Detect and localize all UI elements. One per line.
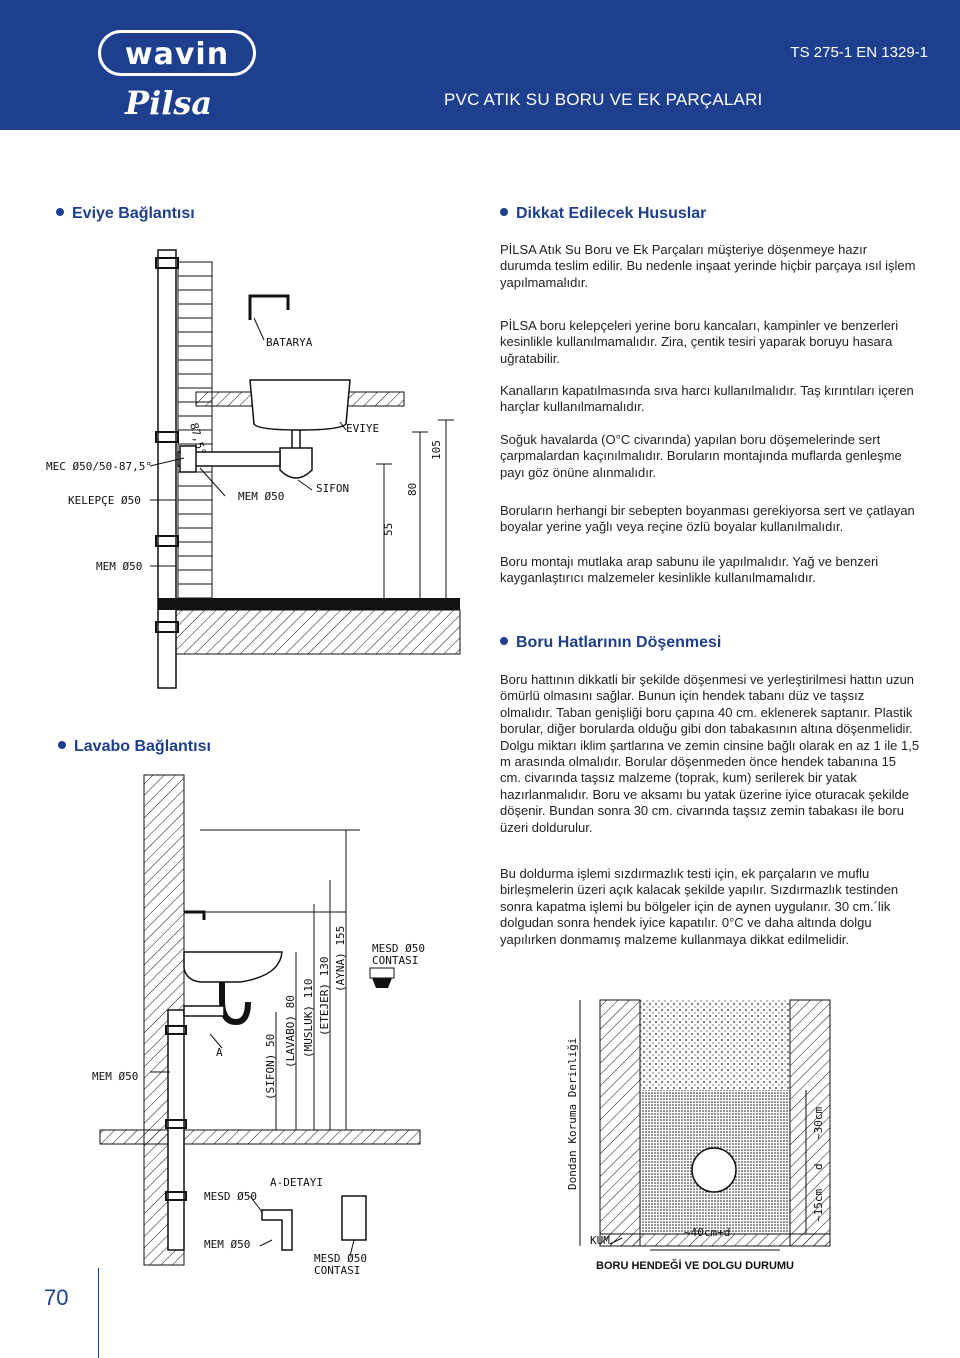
bullet-icon bbox=[500, 636, 508, 645]
bullet-icon bbox=[500, 207, 508, 216]
label-contasi-top: CONTASI bbox=[372, 954, 418, 967]
section-title-dikkat: Dikkat Edilecek Hususlar bbox=[500, 205, 706, 223]
label-a: A bbox=[216, 1046, 223, 1059]
vertical-pipe bbox=[157, 249, 177, 689]
label-sifon: SIFON bbox=[316, 482, 349, 495]
label-30cm: ~30cm bbox=[812, 1107, 825, 1140]
dim-sifon: (SIFON) 50 bbox=[264, 1034, 277, 1100]
label-contasi-bottom: CONTASI bbox=[314, 1264, 360, 1277]
floor-slab bbox=[175, 609, 461, 655]
label-mesd-bottom: MESD Ø50 bbox=[314, 1252, 367, 1265]
label-derinlik: Dondan Koruma Derinliği bbox=[566, 1038, 579, 1190]
dikkat-paragraph-6: Boru montajı mutlaka arap sabunu ile yap… bbox=[500, 554, 920, 587]
section-title-lavabo: Lavabo Bağlantısı bbox=[58, 738, 211, 756]
bullet-icon bbox=[58, 740, 66, 749]
trench-caption: BORU HENDEĞİ VE DOLGU DURUMU bbox=[596, 1260, 795, 1272]
dikkat-paragraph-1: PİLSA Atık Su Boru ve Ek Parçaları müşte… bbox=[500, 242, 920, 291]
paragraph-text: Kanalların kapatılmasında sıva harcı kul… bbox=[500, 383, 914, 415]
dim-ayna: (AYNA) 155 bbox=[334, 926, 347, 992]
trench-wall-left bbox=[599, 999, 641, 1247]
section-title-boru-hatlari: Boru Hatlarının Döşenmesi bbox=[500, 634, 721, 652]
boru-paragraph-2: Bu doldurma işlemi sızdırmazlık testi iç… bbox=[500, 866, 920, 948]
brick-wall bbox=[177, 261, 213, 599]
paragraph-text: Soğuk havalarda (O°C civarında) yapılan … bbox=[500, 432, 902, 480]
faucet-icon bbox=[248, 294, 290, 320]
floor-screed bbox=[158, 598, 460, 610]
label-kelepce: KELEPÇE Ø50 bbox=[68, 494, 141, 507]
backfill-soil bbox=[640, 1000, 790, 1090]
label-mem-2: MEM Ø50 bbox=[96, 560, 142, 573]
a-detail-elbow bbox=[261, 1209, 293, 1251]
brand-name: Pilsa bbox=[125, 84, 213, 122]
paragraph-text: PİLSA Atık Su Boru ve Ek Parçaları müşte… bbox=[500, 242, 916, 290]
label-batarya: BATARYA bbox=[266, 336, 313, 349]
boru-paragraph-1: Boru hattının dikkatli bir şekilde döşen… bbox=[500, 672, 920, 836]
paragraph-text: Bu doldurma işlemi sızdırmazlık testi iç… bbox=[500, 866, 899, 947]
section-title-text: Lavabo Bağlantısı bbox=[74, 738, 211, 755]
dim-lavabo: (LAVABO) 80 bbox=[284, 995, 297, 1068]
logo-text: wavin bbox=[124, 37, 230, 72]
paragraph-text: PİLSA boru kelepçeleri yerine boru kanca… bbox=[500, 318, 899, 366]
bullet-icon bbox=[56, 207, 64, 216]
standard-code: TS 275-1 EN 1329-1 bbox=[790, 44, 928, 61]
paragraph-text: Boru hattının dikkatli bir şekilde döşen… bbox=[500, 672, 920, 835]
dim-80: 80 bbox=[406, 483, 419, 496]
section-title-eviye: Eviye Bağlantısı bbox=[56, 205, 195, 223]
dim-etejer: (ETEJER) 130 bbox=[318, 957, 331, 1036]
dim-105: 105 bbox=[430, 440, 443, 460]
label-d: d bbox=[812, 1163, 825, 1170]
dikkat-paragraph-5: Boruların herhangi bir sebepten boyanmas… bbox=[500, 503, 920, 536]
label-mem-1: MEM Ø50 bbox=[238, 490, 284, 503]
label-15cm: ~15cm bbox=[812, 1189, 825, 1222]
label-width: ~40cm+d bbox=[684, 1226, 730, 1239]
dim-musluk: (MUSLUK) 110 bbox=[302, 979, 315, 1058]
dikkat-paragraph-4: Soğuk havalarda (O°C civarında) yapılan … bbox=[500, 432, 920, 481]
page-number-bar bbox=[0, 1268, 99, 1358]
dikkat-paragraph-3: Kanalların kapatılmasında sıva harcı kul… bbox=[500, 383, 920, 416]
section-title-text: Eviye Bağlantısı bbox=[72, 205, 195, 222]
label-mem-lavabo: MEM Ø50 bbox=[92, 1070, 138, 1083]
dikkat-paragraph-2: PİLSA boru kelepçeleri yerine boru kanca… bbox=[500, 318, 920, 367]
dim-55: 55 bbox=[382, 523, 395, 536]
label-a-detayi: A-DETAYI bbox=[270, 1176, 323, 1189]
section-title-text: Dikkat Edilecek Hususlar bbox=[516, 205, 707, 222]
label-mesd-top: MESD Ø50 bbox=[372, 942, 425, 955]
label-mec: MEC Ø50/50-87,5° bbox=[46, 460, 152, 473]
label-eviye: EVIYE bbox=[346, 422, 379, 435]
page-header: wavin Pilsa TS 275-1 EN 1329-1 PVC ATIK … bbox=[0, 0, 960, 130]
paragraph-text: Boruların herhangi bir sebepten boyanmas… bbox=[500, 503, 915, 535]
section-title-text: Boru Hatlarının Döşenmesi bbox=[516, 634, 722, 651]
wavin-logo: wavin bbox=[98, 30, 256, 76]
page-number: 70 bbox=[44, 1285, 69, 1310]
paragraph-text: Boru montajı mutlaka arap sabunu ile yap… bbox=[500, 554, 879, 586]
buried-pipe bbox=[691, 1147, 737, 1193]
lavabo-vertical-pipe bbox=[167, 1009, 185, 1251]
a-detail-seal bbox=[341, 1195, 367, 1241]
label-mem-bottom: MEM Ø50 bbox=[204, 1238, 250, 1251]
label-mesd-left: MESD Ø50 bbox=[204, 1190, 257, 1203]
siphon-trap bbox=[279, 447, 313, 479]
page-title: PVC ATIK SU BORU VE EK PARÇALARI bbox=[444, 90, 763, 109]
label-kum: KUM bbox=[590, 1234, 610, 1247]
